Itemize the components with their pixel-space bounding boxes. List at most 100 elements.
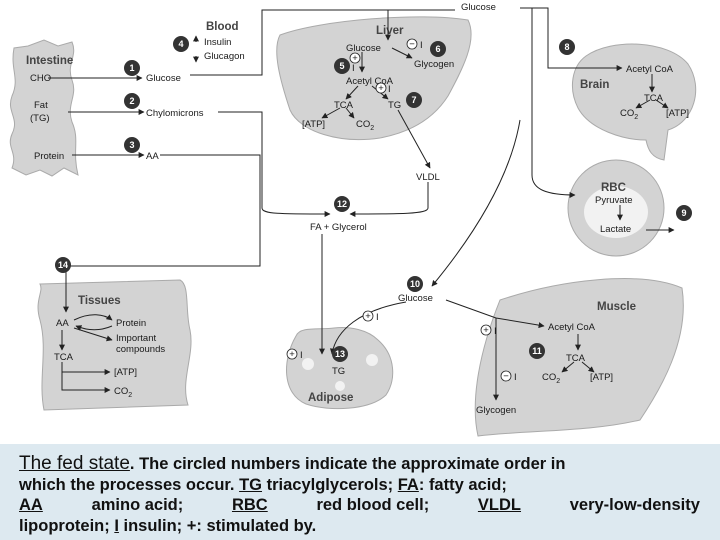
svg-text:I: I (420, 40, 423, 51)
svg-text:+: + (483, 325, 489, 336)
intestine-shape (9, 39, 79, 177)
label-fat: Fat (34, 100, 48, 111)
liver-shape (276, 16, 472, 141)
label-muscle-glycogen: Glycogen (476, 405, 516, 416)
organ-title-blood: Blood (206, 21, 239, 33)
caption-line-1: The fed state. The circled numbers indic… (19, 453, 700, 475)
arrow-muscle-tca-split-atp (581, 361, 595, 373)
label-aa-blood: AA (146, 151, 159, 162)
arrow-liver-glucose-to-glycogen (391, 47, 413, 59)
reg-adipose-tg: + I (286, 348, 303, 361)
svg-text:12: 12 (337, 199, 347, 209)
svg-text:9: 9 (681, 208, 686, 218)
arrow-top-to-rbc (531, 8, 576, 198)
step-number-8: 8 (559, 39, 575, 55)
arrow-protein-to-aa (75, 325, 113, 331)
arrow-top-to-glucose-mid (431, 119, 521, 287)
caption-tg-term: TG (239, 475, 263, 494)
step-number-2: 2 (124, 93, 140, 109)
rbc-center (584, 186, 648, 238)
step-number-10: 10 (407, 276, 423, 292)
caption-fa-term: FA (397, 475, 419, 494)
svg-text:I: I (494, 326, 497, 337)
label-protein: Protein (34, 151, 64, 162)
reg-muscle-glycogen: − I (500, 370, 517, 383)
reg-glucose-adipose: + I (362, 310, 379, 323)
svg-text:10: 10 (410, 279, 420, 289)
label-liver-glycogen: Glycogen (414, 59, 454, 70)
caption-i-term: I (114, 516, 119, 535)
organ-title-liver: Liver (376, 25, 404, 37)
organ-title-intestine: Intestine (26, 55, 73, 67)
label-glucose-blood: Glucose (146, 73, 181, 84)
svg-text:8: 8 (564, 42, 569, 52)
label-tissues-co2: CO2 (114, 386, 132, 399)
label-tissues-atp: [ATP] (114, 367, 137, 378)
label-important: Important (116, 333, 156, 344)
label-tissues-aa: AA (56, 318, 69, 329)
svg-text:I: I (300, 350, 303, 361)
step-number-11: 11 (529, 343, 545, 359)
label-liver-acetylcoa: Acetyl CoA (346, 76, 394, 87)
step-number-9: 9 (676, 205, 692, 221)
label-glucose-top: Glucose (461, 2, 496, 13)
reg-liver-glycogen: − I (406, 38, 423, 51)
organ-title-adipose: Adipose (308, 392, 353, 404)
svg-text:I: I (514, 372, 517, 383)
step-numbers: 1 2 3 4 5 6 7 8 9 10 11 12 13 14 (55, 36, 692, 362)
arrow-vldl-to-fa (349, 182, 429, 217)
label-fa-glycerol: FA + Glycerol (310, 222, 367, 233)
caption-line-4: lipoprotein; I insulin; +: stimulated by… (19, 516, 700, 537)
caption-line2-a: which the processes occur. (19, 475, 235, 494)
label-tissues-protein: Protein (116, 318, 146, 329)
organ-title-brain: Brain (580, 79, 609, 91)
svg-text:2: 2 (129, 96, 134, 106)
step-number-6: 6 (430, 41, 446, 57)
svg-text:7: 7 (411, 95, 416, 105)
svg-text:14: 14 (58, 260, 68, 270)
svg-text:+: + (289, 349, 295, 360)
adipose-droplet-3 (335, 381, 345, 391)
arrow-brain-tca-split-atp (655, 99, 669, 109)
label-muscle-tca: TCA (566, 353, 586, 364)
svg-text:11: 11 (532, 346, 542, 356)
arrow-glucose-up-to-top (190, 9, 455, 76)
label-muscle-acetylcoa: Acetyl CoA (548, 322, 596, 333)
step-number-12: 12 (334, 196, 350, 212)
caption-fa-def: : fatty acid; (418, 475, 507, 494)
svg-text:+: + (365, 311, 371, 322)
label-brain-tca: TCA (644, 93, 664, 104)
label-liver-tg: TG (388, 100, 401, 111)
label-liver-glucose: Glucose (346, 43, 381, 54)
step-number-7: 7 (406, 92, 422, 108)
svg-text:13: 13 (335, 349, 345, 359)
arrow-aa-to-tissues (63, 154, 261, 313)
label-liver-co2: CO2 (356, 119, 374, 132)
arrow-acetylcoa-to-tca (345, 85, 359, 100)
label-lactate: Lactate (600, 224, 631, 235)
tissues-shape (37, 279, 192, 411)
svg-text:5: 5 (339, 61, 344, 71)
organ-title-tissues: Tissues (78, 295, 121, 307)
svg-text:−: − (409, 39, 415, 50)
arrow-muscle-tca-split-co2 (561, 361, 575, 373)
adipose-droplet-1 (302, 358, 314, 370)
muscle-shape (474, 278, 684, 437)
adipose-shape (286, 327, 394, 410)
caption-i-def: insulin; (123, 516, 183, 535)
label-tg-paren: (TG) (30, 113, 50, 124)
regulation-symbols: − I + I + I + I + I + I − (286, 38, 517, 383)
label-cho: CHO (30, 73, 51, 84)
organ-title-rbc: RBC (601, 182, 626, 194)
arrow-aa-to-compounds (73, 327, 113, 342)
step-number-13: 13 (332, 346, 348, 362)
label-brain-acetylcoa: Acetyl CoA (626, 64, 674, 75)
arrow-chylomicrons-to-fa (218, 111, 331, 217)
caption-rbc-def: red blood cell; (316, 496, 430, 514)
arrow-tissues-tca-to-co2 (61, 372, 111, 393)
reg-liver-acetylcoa: + I (349, 52, 361, 74)
label-liver-tca: TCA (334, 100, 354, 111)
svg-text:3: 3 (129, 140, 134, 150)
label-adipose-tg: TG (332, 366, 345, 377)
arrow-glucose-to-adipose (329, 301, 407, 355)
